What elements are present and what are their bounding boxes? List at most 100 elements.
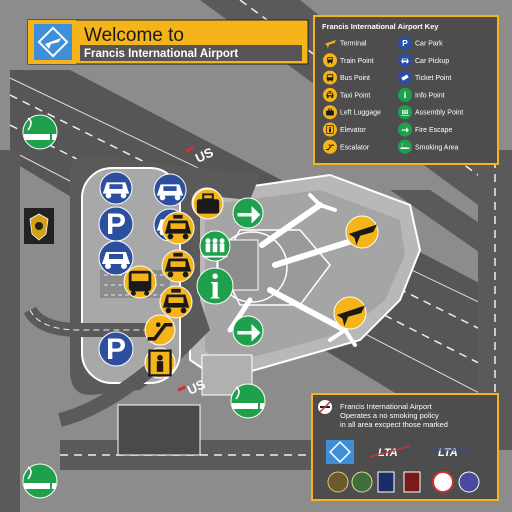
- emblem-row: [327, 471, 480, 493]
- map-bus-icon[interactable]: [123, 265, 157, 299]
- plane-logo-glyph: [37, 26, 69, 58]
- emblem-4: [403, 471, 421, 493]
- map-parking-icon[interactable]: P: [98, 206, 134, 242]
- key-title: Francis International Airport Key: [322, 22, 439, 31]
- fire-escape-icon: [398, 122, 412, 137]
- map-fire-escape-icon[interactable]: [232, 197, 264, 229]
- emblem-2: [351, 471, 373, 493]
- emblem-6: [458, 471, 480, 493]
- plane-icon: [324, 40, 336, 49]
- parking-icon: P: [398, 36, 412, 50]
- key-item-smoking: Smoking Area: [398, 139, 459, 154]
- road-marking-bottom: US: [177, 376, 208, 398]
- notice-line-3: in all area excpect those marked: [340, 420, 448, 429]
- key-item-car: Car Pickup: [398, 53, 449, 68]
- elevator-icon: [323, 122, 337, 137]
- notice-line-1: Francis International Airport: [340, 402, 433, 411]
- train-icon: [323, 53, 337, 68]
- key-item-info: i Info Point: [398, 87, 445, 102]
- svg-text:i: i: [210, 267, 220, 307]
- key-label: Smoking Area: [415, 144, 459, 151]
- road-marking-top: US: [185, 144, 216, 166]
- key-item-luggage: Left Luggage: [323, 105, 381, 120]
- map-parking-icon[interactable]: P: [98, 331, 134, 367]
- key-label: Terminal: [340, 41, 367, 48]
- key-item-fire-escape: Fire Escape: [398, 122, 452, 137]
- notice-line-2: Operates a no smoking policy: [340, 411, 439, 420]
- service-building: [117, 404, 201, 456]
- emblem-1: [327, 471, 349, 493]
- key-label: Left Luggage: [340, 110, 381, 117]
- key-label: Escalator: [340, 144, 370, 151]
- svg-text:US: US: [185, 376, 208, 397]
- lta-logo-2: LTA: [438, 447, 458, 459]
- svg-text:i: i: [404, 91, 407, 101]
- key-panel: Francis International Airport Key Termin…: [313, 15, 499, 165]
- map-car-icon[interactable]: [153, 173, 187, 207]
- map-assembly-icon[interactable]: [199, 230, 231, 262]
- key-label: Train Point: [340, 58, 374, 65]
- key-item-ticket: Ticket Point: [398, 70, 451, 85]
- notice-panel: Francis International Airport Operates a…: [311, 393, 499, 501]
- map-car-icon[interactable]: [99, 171, 133, 205]
- bus-icon: [323, 70, 337, 85]
- car-icon: [398, 53, 412, 68]
- luggage-icon: [323, 105, 337, 120]
- map-info-icon[interactable]: i: [196, 267, 234, 307]
- key-label: Taxi Point: [340, 92, 370, 99]
- key-item-train: Train Point: [323, 53, 374, 68]
- key-item-bus: Bus Point: [323, 70, 370, 85]
- assembly-icon: [398, 105, 412, 120]
- pier-south: [267, 287, 348, 333]
- key-label: Assembly Point: [415, 110, 463, 117]
- svg-text:P: P: [106, 208, 126, 241]
- key-label: Info Point: [415, 92, 445, 99]
- map-smoking-icon[interactable]: [230, 383, 266, 419]
- svg-text:P: P: [402, 39, 408, 48]
- emblem-3: [377, 471, 395, 493]
- map-icons: PiP: [22, 114, 379, 499]
- map-taxi-icon[interactable]: [161, 211, 195, 245]
- key-item-assembly: Assembly Point: [398, 105, 463, 120]
- header-banner: Welcome to Francis International Airport: [27, 19, 309, 65]
- terminal-building: [216, 193, 358, 347]
- police-badge-icon: [24, 208, 54, 244]
- key-label: Car Pickup: [415, 58, 449, 65]
- key-item-escalator: Escalator: [323, 139, 370, 154]
- taxi-icon: [323, 87, 337, 102]
- key-item-plane: Terminal: [324, 40, 367, 49]
- key-label: Bus Point: [340, 75, 370, 82]
- map-car-icon[interactable]: [98, 240, 134, 276]
- key-label: Fire Escape: [415, 127, 452, 134]
- ticket-icon: [398, 70, 412, 85]
- key-item-taxi: Taxi Point: [323, 87, 370, 102]
- smoking-icon: [398, 139, 412, 154]
- key-item-elevator: Elevator: [323, 122, 366, 137]
- map-fire-escape-icon[interactable]: [232, 315, 264, 347]
- map-taxi-icon[interactable]: [159, 285, 193, 319]
- map-plane-icon[interactable]: [345, 215, 379, 249]
- map-taxi-icon[interactable]: [161, 249, 195, 283]
- map-escalator-icon[interactable]: [144, 314, 176, 346]
- page-title: Welcome to: [84, 25, 184, 46]
- info-icon: i: [398, 87, 412, 102]
- lta-logo-1: LTA: [378, 447, 398, 459]
- map-luggage-icon[interactable]: [192, 188, 224, 220]
- svg-text:P: P: [106, 333, 126, 366]
- svg-text:US: US: [193, 144, 216, 165]
- map-smoking-icon[interactable]: [22, 463, 58, 499]
- map-smoking-icon[interactable]: [22, 114, 58, 150]
- key-label: Elevator: [340, 127, 366, 134]
- pier-east: [272, 237, 358, 268]
- map-elevator-icon[interactable]: [144, 347, 176, 379]
- key-label: Ticket Point: [415, 75, 451, 82]
- page-subtitle: Francis International Airport: [84, 48, 238, 60]
- escalator-icon: [323, 139, 337, 154]
- map-plane-icon[interactable]: [333, 296, 367, 330]
- key-label: Car Park: [415, 41, 443, 48]
- key-item-parking: P Car Park: [398, 36, 443, 50]
- emblem-5: [432, 471, 454, 493]
